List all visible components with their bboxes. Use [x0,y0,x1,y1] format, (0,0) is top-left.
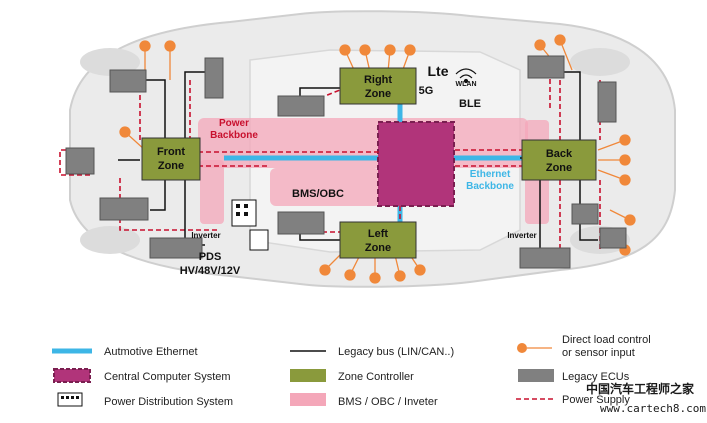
legend-zone-label: Zone Controller [338,371,414,383]
ethernet-backbone-label: Backbone [466,181,514,192]
bms-obc-region [270,168,380,206]
pds-label: HV/48V/12V [180,265,241,277]
ecu-box [527,55,565,79]
legacy-ecus [65,55,627,269]
legend-bms-swatch [290,393,326,406]
ecu-box [99,197,149,221]
legend: Autmotive Ethernet Central Computer Syst… [52,334,651,408]
left-zone: Left Zone [339,221,417,259]
zone-controllers: Front Zone Right Zone Left Zone Back Zon… [141,67,597,259]
ecu-box [204,57,224,99]
legend-ethernet-label: Autmotive Ethernet [104,346,198,358]
front-inverter-label: Inverter [191,231,220,240]
watermark: 中国汽车工程师之家 www.cartech8.com [586,381,706,415]
right-zone: Right Zone [339,67,417,105]
central-computer [377,121,455,207]
ecu-box [571,203,599,225]
legend-bms-label: BMS / OBC / Inveter [338,396,438,408]
legend-sensor-swatch [517,343,552,353]
diagram-labels: Power Backbone Ethernet Backbone BMS/OBC… [180,63,537,277]
legend-ecu-swatch [518,369,554,382]
power-backbone-label: Power [219,118,249,129]
watermark-text: 中国汽车工程师之家 [586,381,695,396]
5g-label: 5G [419,85,434,97]
svg-text:Right: Right [364,74,392,86]
bms-obc-label: BMS/OBC [292,188,344,200]
legend-pds-label: Power Distribution System [104,396,233,408]
legend-ecu-label: Legacy ECUs [562,371,630,383]
back-inverter-label: Inverter [507,231,536,240]
ecu-box [149,237,203,259]
pds-icon [231,199,269,251]
svg-text:Zone: Zone [365,88,391,100]
pds-label: PDS [199,251,222,263]
legend-central-swatch [53,368,91,383]
legend-legacy-bus-label: Legacy bus (LIN/CAN..) [338,346,454,358]
front-zone: Front Zone [141,137,201,181]
sensor-inputs [119,34,636,284]
watermark-url: www.cartech8.com [600,402,706,415]
svg-text:Front: Front [157,146,185,158]
ecu-box [277,211,325,235]
power-backbone-label: Backbone [210,130,258,141]
ecu-box [599,227,627,249]
ecu-box [519,247,571,269]
legend-pds-icon [57,392,83,407]
front-inverter-region [200,160,224,224]
legend-direct-load-label: Direct load control [562,334,651,346]
legend-power-supply-label: Power Supply [562,394,630,406]
wlan-label: WLAN [456,81,477,88]
legend-central-label: Central Computer System [104,371,231,383]
ecu-box [65,147,95,175]
ecu-box [597,81,617,123]
svg-text:Zone: Zone [365,242,391,254]
svg-text:Back: Back [546,148,573,160]
wifi-icon [455,68,477,84]
ecu-box [277,95,325,117]
svg-text:Zone: Zone [158,160,184,172]
svg-text:Left: Left [368,228,389,240]
ethernet-backbone-label: Ethernet [470,169,511,180]
ble-label: BLE [459,98,481,110]
legend-direct-load-label: or sensor input [562,347,635,359]
legend-zone-swatch [290,369,326,382]
back-zone: Back Zone [521,139,597,181]
lte-label: Lte [428,63,449,79]
svg-text:Zone: Zone [546,162,572,174]
ecu-box [109,69,147,93]
